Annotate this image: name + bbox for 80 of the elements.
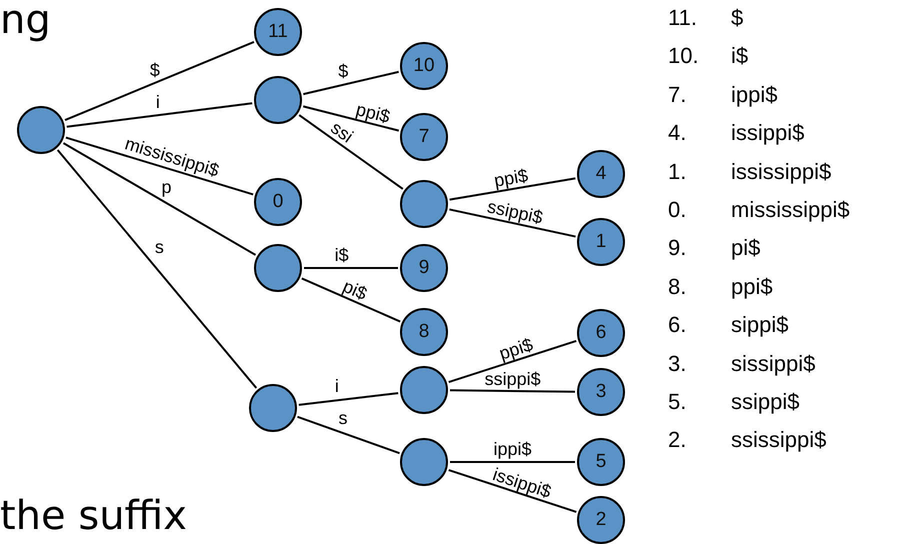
- tree-edge: [301, 278, 401, 322]
- internal-node: [254, 76, 302, 124]
- tree-edge: [449, 208, 576, 238]
- suffix-index: 0.: [668, 199, 686, 221]
- edge-label: ppi$: [496, 335, 534, 363]
- suffix-text: $: [731, 7, 744, 29]
- edge-label: ppi$: [354, 100, 392, 126]
- leaf-node: 6: [577, 309, 625, 357]
- suffix-index: 6.: [668, 314, 686, 336]
- tree-edge: [448, 340, 577, 383]
- tree-edge: [298, 392, 398, 406]
- leaf-node: 8: [400, 308, 448, 356]
- internal-node: [400, 438, 448, 486]
- leaf-node: 9: [400, 244, 448, 292]
- tree-edge: [56, 149, 258, 389]
- internal-node: [249, 384, 297, 432]
- suffix-text: ississippi$: [731, 160, 832, 183]
- suffix-text: i$: [731, 45, 748, 68]
- suffix-text: ssippi$: [731, 391, 800, 413]
- suffix-index: 2.: [668, 429, 686, 452]
- suffix-index: 1.: [668, 160, 686, 183]
- tree-edge: [66, 136, 254, 196]
- suffix-index: 9.: [668, 237, 686, 260]
- edge-label: ssippi$: [486, 198, 544, 227]
- suffix-index: 4.: [668, 122, 686, 144]
- tree-edge: [64, 41, 254, 121]
- edge-label: $: [150, 60, 160, 79]
- suffix-text: ippi$: [731, 84, 778, 106]
- tree-edge: [298, 114, 404, 190]
- suffix-text: pi$: [731, 237, 760, 260]
- heading-fragment: ng: [0, 0, 51, 40]
- tree-edge: [302, 105, 400, 132]
- leaf-node: 2: [577, 496, 625, 544]
- suffix-index: 8.: [668, 276, 686, 298]
- leaf-node: 1: [577, 218, 625, 266]
- tree-edge: [450, 461, 575, 463]
- heading-fragment: the suffix: [0, 496, 187, 536]
- suffix-text: mississippi$: [731, 199, 850, 221]
- tree-edge: [66, 102, 252, 128]
- leaf-node: 7: [400, 113, 448, 161]
- internal-node: [400, 366, 448, 414]
- edge-label: i: [334, 377, 339, 396]
- suffix-text: sippi$: [731, 314, 788, 336]
- edge-label: ippi$: [493, 440, 532, 458]
- edge-label: ssi: [328, 118, 356, 146]
- edge-label: $: [338, 62, 348, 80]
- internal-node: [17, 106, 65, 154]
- leaf-node: 0: [254, 178, 302, 226]
- tree-edge: [450, 389, 576, 393]
- leaf-node: 5: [577, 438, 625, 486]
- suffix-index: 3.: [668, 352, 686, 375]
- tree-edge: [449, 177, 576, 201]
- suffix-index: 10.: [668, 45, 699, 68]
- edge-label: p: [162, 178, 172, 196]
- suffix-text: issippi$: [731, 122, 804, 144]
- leaf-node: 11: [254, 8, 302, 56]
- edge-label: ssippi$: [484, 370, 541, 388]
- edge-label: ppi$: [492, 166, 529, 190]
- edge-label: pi$: [340, 276, 370, 303]
- tree-edge: [303, 70, 399, 96]
- edge-label: s: [154, 238, 164, 256]
- tree-edge: [304, 267, 398, 269]
- suffix-text: sissippi$: [731, 352, 816, 375]
- leaf-node: 3: [577, 368, 625, 416]
- suffix-text: ppi$: [731, 276, 773, 298]
- suffix-index: 5.: [668, 391, 686, 413]
- suffix-index: 11.: [668, 7, 697, 29]
- tree-edge: [297, 416, 400, 454]
- edge-label: i$: [334, 246, 349, 264]
- edge-label: s: [338, 409, 348, 428]
- tree-edge: [62, 142, 256, 256]
- edge-label: i: [156, 93, 160, 112]
- edge-label: issippi$: [490, 464, 554, 501]
- leaf-node: 10: [400, 42, 448, 90]
- internal-node: [400, 180, 448, 228]
- suffix-text: ssissippi$: [731, 429, 826, 452]
- internal-node: [254, 244, 302, 292]
- tree-edge: [448, 469, 577, 513]
- suffix-index: 7.: [668, 84, 686, 106]
- leaf-node: 4: [577, 150, 625, 198]
